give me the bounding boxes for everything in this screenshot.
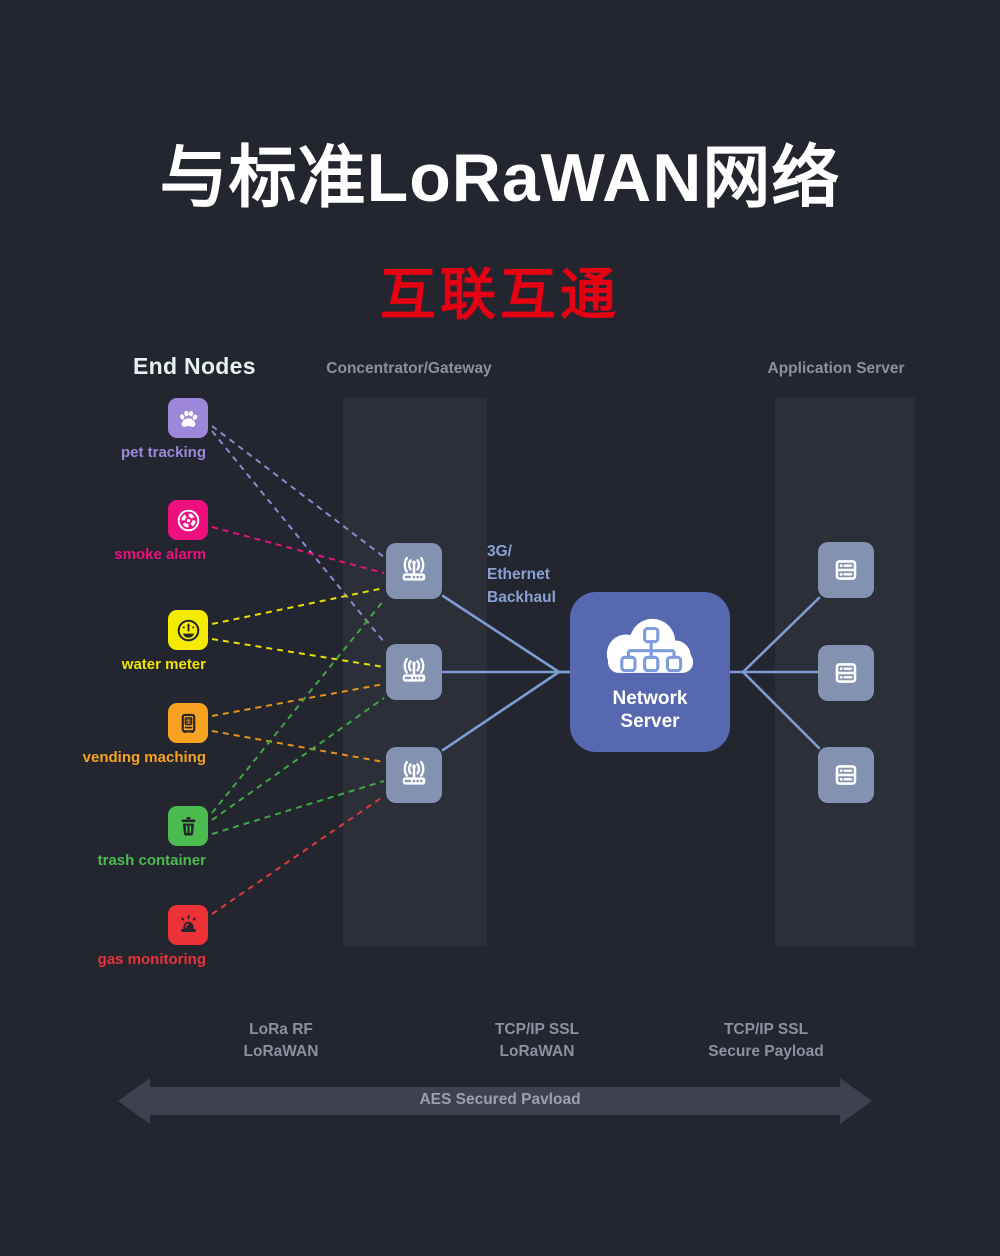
server-icon — [828, 655, 864, 691]
footer-lora-rf-line1: LoRa RF — [249, 1021, 313, 1038]
app-server-3 — [818, 747, 874, 803]
footer-tcpip-lorawan-line1: TCP/IP SSL — [494, 1021, 580, 1038]
trash-bin-icon — [175, 813, 202, 840]
end-node-label-water-meter: water meter — [121, 656, 206, 673]
backhaul-line-2: Ethernet — [487, 566, 550, 583]
footer-lora-rf-line2: LoRaWAN — [243, 1043, 319, 1060]
end-node-label-vending-maching: vending maching — [82, 749, 206, 766]
end-node-trash-container — [168, 806, 208, 846]
page-title: 与标准LoRaWAN网络 — [159, 139, 841, 216]
cloud-network-icon — [606, 618, 694, 673]
end-node-vending-maching — [168, 703, 208, 743]
footer-tcpip-secure-line1: TCP/IP SSL — [723, 1021, 809, 1038]
end-node-gas-monitoring — [168, 905, 208, 945]
gateway-column-header: Concentrator/Gateway — [326, 360, 492, 377]
end-node-label-pet-tracking: pet tracking — [120, 444, 206, 461]
end-node-smoke-alarm — [168, 500, 208, 540]
end-node-label-gas-monitoring: gas monitoring — [97, 951, 206, 968]
water-meter-icon — [175, 617, 202, 644]
network-server-label: Network Server — [613, 687, 688, 733]
server-icon — [828, 552, 864, 588]
router-icon — [396, 654, 432, 690]
gateway-1 — [386, 543, 442, 599]
app-server-1 — [818, 542, 874, 598]
backhaul-line-1: 3G/ — [487, 543, 512, 560]
backhaul-line-3: Backhaul — [487, 589, 556, 606]
end-node-label-trash-container: trash container — [97, 852, 206, 869]
backhaul-label: 3G/ Ethernet Backhaul — [487, 540, 556, 609]
network-server-node: Network Server — [570, 592, 730, 752]
end-node-label-smoke-alarm: smoke alarm — [114, 546, 206, 563]
router-icon — [396, 757, 432, 793]
end-node-pet-tracking — [168, 398, 208, 438]
gateway-3 — [386, 747, 442, 803]
siren-icon — [175, 912, 202, 939]
footer-tcpip-secure-line2: Secure Payload — [708, 1043, 824, 1060]
end-node-water-meter — [168, 610, 208, 650]
router-icon — [396, 553, 432, 589]
end-nodes-header: End Nodes — [133, 353, 256, 379]
network-server-label-line1: Network — [612, 688, 688, 709]
vending-machine-icon — [175, 710, 202, 737]
page-subtitle: 互联互通 — [380, 263, 620, 327]
paw-icon — [175, 405, 202, 432]
app-server-2 — [818, 645, 874, 701]
smoke-detector-icon — [175, 507, 202, 534]
server-icon — [828, 757, 864, 793]
application-server-column-header: Application Server — [767, 360, 905, 377]
gateway-2 — [386, 644, 442, 700]
footer-tcpip-lorawan-line2: LoRaWAN — [499, 1043, 575, 1060]
footer-lora-rf: LoRa RF LoRaWAN — [171, 1019, 391, 1063]
network-server-label-line2: Server — [620, 711, 680, 732]
footer-tcpip-lorawan: TCP/IP SSL LoRaWAN — [427, 1019, 647, 1063]
footer-tcpip-secure: TCP/IP SSL Secure Payload — [656, 1019, 876, 1063]
aes-arrow-label: AES Secured Pavload — [419, 1091, 581, 1108]
